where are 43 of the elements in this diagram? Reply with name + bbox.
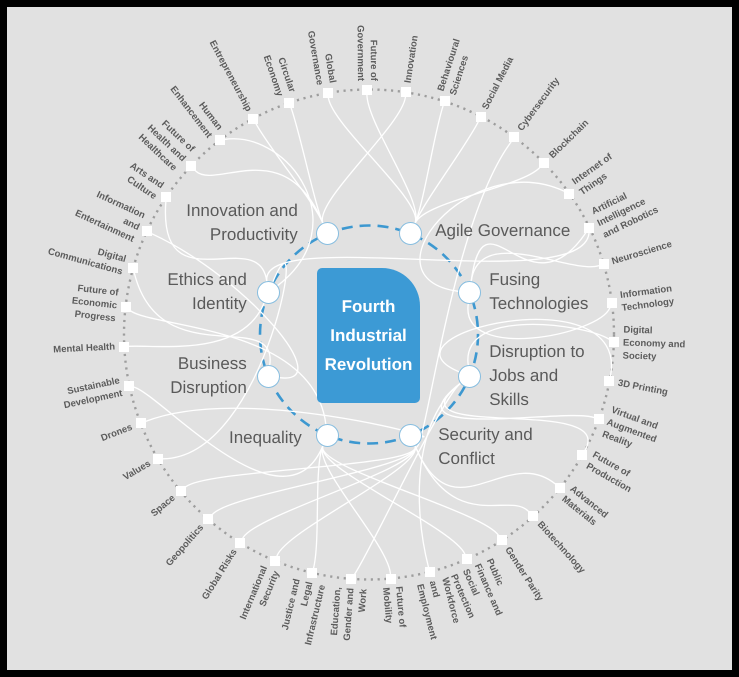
issue-label: Business Disruption xyxy=(169,352,247,399)
issue-label: Ethics and Identity xyxy=(166,269,247,316)
topic-label: Digital Economy and Society xyxy=(622,323,686,364)
connector-line xyxy=(414,142,512,447)
topic-label: 3D Printing xyxy=(617,376,670,400)
topic-label: Future of Mobility xyxy=(378,586,408,630)
issue-label: Agile Governance xyxy=(435,220,572,242)
connector-line xyxy=(468,304,611,340)
connector-line xyxy=(328,97,416,224)
topic-label: Information Technology xyxy=(619,282,676,315)
topic-label: Education, Gender and Work xyxy=(328,586,370,643)
connector-line xyxy=(134,272,270,366)
issue-label: Fusing Technologies xyxy=(489,269,590,316)
topic-label: Innovation xyxy=(401,34,422,84)
connector-line xyxy=(151,233,298,378)
issue-label: Innovation and Productivity xyxy=(185,200,298,246)
issue-label: Disruption to Jobs and Skills xyxy=(489,340,586,411)
topic-label: Future of Economic Progress xyxy=(70,282,119,326)
connector-line xyxy=(322,96,406,224)
connector-line xyxy=(128,302,265,348)
connector-line xyxy=(224,138,314,286)
connector-line xyxy=(130,310,326,424)
connector-line xyxy=(468,324,610,366)
topic-label: Future of Government xyxy=(353,24,380,81)
topic-label: Mental Health xyxy=(52,340,116,357)
connector-line xyxy=(414,445,530,512)
issue-label: Inequality xyxy=(228,426,302,449)
topic-label: Global Governance xyxy=(304,29,339,86)
connector-line xyxy=(322,445,500,536)
connector-line xyxy=(420,182,566,292)
topic-label: Drones xyxy=(98,420,135,445)
connector-line xyxy=(354,382,462,575)
connector-line xyxy=(414,167,540,224)
connector-line xyxy=(266,232,590,282)
central-topic-box xyxy=(317,268,420,403)
connector-line xyxy=(165,201,268,282)
connector-line xyxy=(439,318,612,378)
connector-line xyxy=(470,252,600,282)
connector-line xyxy=(145,408,424,438)
connector-line xyxy=(162,262,287,460)
central-topic-title: Fourth Industrial Revolution xyxy=(324,296,413,376)
issue-label: Security and Conflict xyxy=(438,424,534,470)
connector-line xyxy=(134,386,324,477)
